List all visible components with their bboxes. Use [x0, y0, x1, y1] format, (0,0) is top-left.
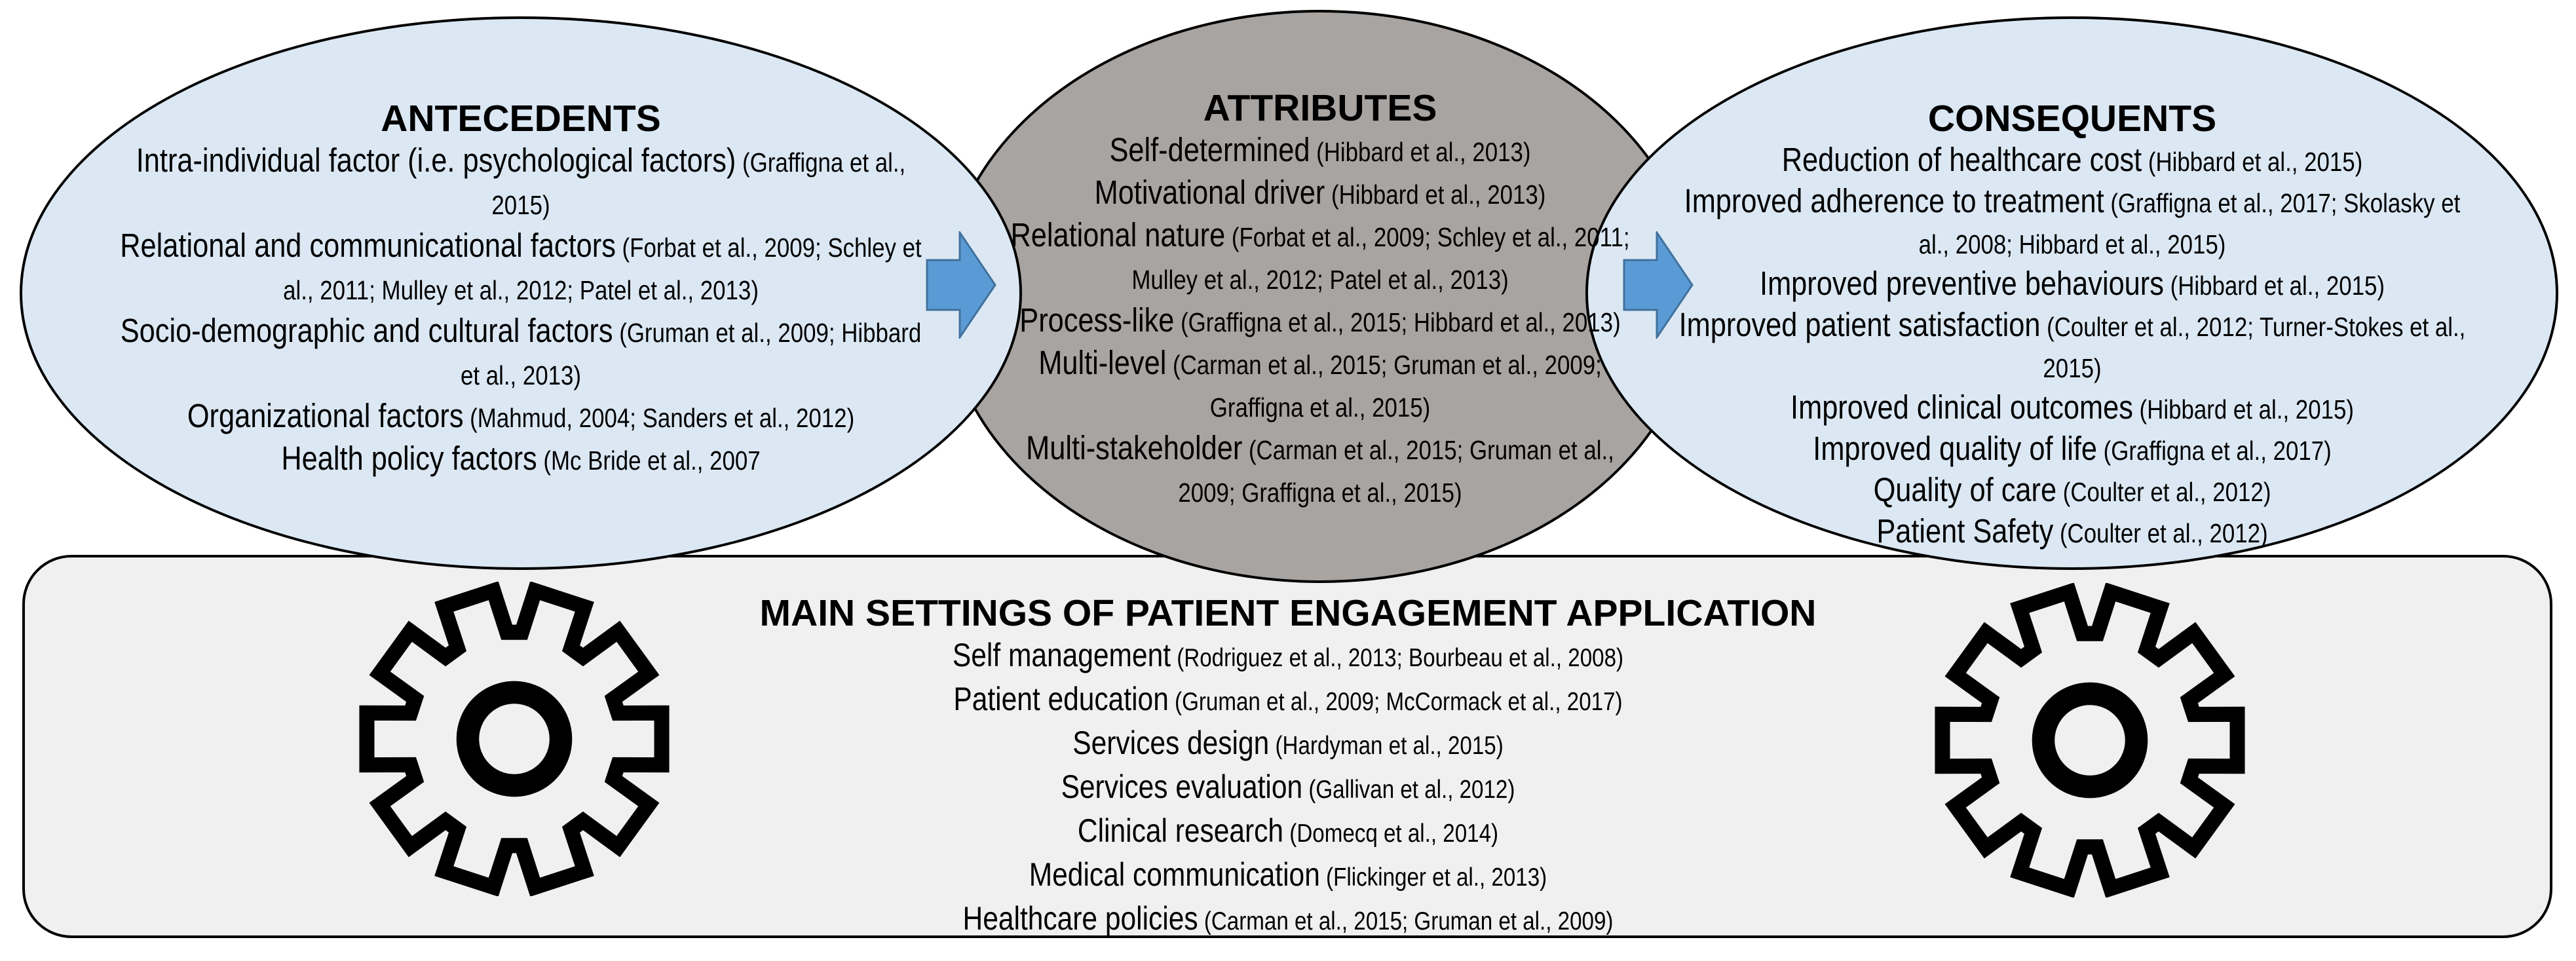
consequents-items: Reduction of healthcare cost (Hibbard et…: [1677, 140, 2468, 553]
term-text: Healthcare policies: [962, 900, 1198, 937]
citation-text: (Gallivan et al., 2012): [1302, 776, 1515, 804]
attributes-items: Self-determined (Hibbard et al., 2013)Mo…: [1003, 130, 1638, 513]
citation-text: (Carman et al., 2015; Gruman et al., 200…: [1166, 350, 1602, 423]
citation-text: (Hardyman et al., 2015): [1269, 732, 1504, 760]
citation-text: (Mc Bride et al., 2007: [537, 445, 761, 476]
term-text: Patient Safety: [1876, 512, 2054, 550]
term-text: Patient education: [953, 681, 1169, 717]
concept-item: Relational nature (Forbat et al., 2009; …: [1003, 215, 1638, 300]
concept-item: Multi-stakeholder (Carman et al., 2015; …: [1003, 428, 1638, 513]
consequents-ellipse: [1585, 16, 2558, 570]
concept-item: Self management (Rodriguez et al., 2013;…: [720, 635, 1856, 679]
concept-item: Socio-demographic and cultural factors (…: [115, 311, 928, 396]
term-text: Services design: [1072, 725, 1270, 761]
term-text: Health policy factors: [281, 440, 537, 477]
antecedents-title: ANTECEDENTS: [381, 98, 661, 140]
citation-text: (Hibbard et al., 2015): [2132, 394, 2354, 424]
citation-text: (Graffigna et al., 2015; Hibbard et al.,…: [1174, 307, 1621, 337]
concept-item: Improved quality of life (Graffigna et a…: [1677, 429, 2468, 470]
concept-item: Improved adherence to treatment (Graffig…: [1677, 181, 2468, 264]
citation-text: (Domecq et al., 2014): [1283, 820, 1499, 848]
concept-item: Process-like (Graffigna et al., 2015; Hi…: [1003, 300, 1638, 343]
concept-item: Improved preventive behaviours (Hibbard …: [1677, 264, 2468, 305]
term-text: Improved quality of life: [1813, 430, 2097, 467]
citation-text: (Graffigna et al., 2015): [491, 147, 906, 220]
citation-text: (Flickinger et al., 2013): [1319, 863, 1547, 892]
concept-item: Services design (Hardyman et al., 2015): [720, 723, 1856, 766]
attributes-panel: ATTRIBUTES Self-determined (Hibbard et a…: [947, 86, 1694, 513]
term-text: Self management: [952, 637, 1171, 673]
term-text: Improved clinical outcomes: [1790, 388, 2133, 426]
citation-text: (Gruman et al., 2009; Hibbard et al., 20…: [460, 318, 922, 390]
settings-title: MAIN SETTINGS OF PATIENT ENGAGEMENT APPL…: [759, 592, 1817, 634]
concept-item: Relational and communicational factors (…: [115, 225, 928, 311]
term-text: Improved preventive behaviours: [1760, 265, 2164, 302]
term-text: Medical communication: [1029, 856, 1320, 893]
consequents-panel: CONSEQUENTS Reduction of healthcare cost…: [1607, 97, 2537, 553]
citation-text: (Carman et al., 2015; Gruman et al., 200…: [1178, 435, 1614, 508]
concept-item: Healthcare policies (Carman et al., 2015…: [720, 898, 1856, 942]
term-text: Multi-level: [1038, 344, 1167, 381]
consequents-title: CONSEQUENTS: [1927, 98, 2217, 140]
right-arrow-icon: [1623, 231, 1694, 339]
concept-item: Medical communication (Flickinger et al.…: [720, 854, 1856, 898]
term-text: Organizational factors: [187, 397, 464, 434]
citation-text: (Rodriguez et al., 2013; Bourbeau et al.…: [1171, 644, 1624, 672]
concept-item: Quality of care (Coulter et al., 2012): [1677, 470, 2468, 512]
concept-item: Patient education (Gruman et al., 2009; …: [720, 679, 1856, 723]
citation-text: (Hibbard et al., 2015): [2163, 271, 2385, 301]
term-text: Relational and communicational factors: [120, 227, 616, 264]
term-text: Multi-stakeholder: [1026, 429, 1243, 466]
citation-text: (Graffigna et al., 2017): [2096, 436, 2332, 466]
citation-text: (Forbat et al., 2009; Schley et al., 201…: [1131, 222, 1630, 295]
attributes-ellipse: [943, 10, 1697, 583]
term-text: Quality of care: [1873, 471, 2057, 508]
citation-text: (Mahmud, 2004; Sanders et al., 2012): [463, 403, 855, 433]
concept-item: Multi-level (Carman et al., 2015; Gruman…: [1003, 343, 1638, 428]
concept-item: Clinical research (Domecq et al., 2014): [720, 810, 1856, 854]
term-text: Relational nature: [1010, 216, 1226, 254]
concept-item: Reduction of healthcare cost (Hibbard et…: [1677, 140, 2468, 181]
term-text: Improved patient satisfaction: [1678, 306, 2041, 343]
concept-item: Self-determined (Hibbard et al., 2013): [1003, 130, 1638, 172]
right-arrow-icon: [926, 231, 996, 339]
settings-items: Self management (Rodriguez et al., 2013;…: [720, 635, 1856, 942]
settings-panel: MAIN SETTINGS OF PATIENT ENGAGEMENT APPL…: [620, 592, 1956, 942]
gear-icon: [359, 582, 670, 896]
term-text: Self-determined: [1109, 131, 1310, 168]
term-text: Motivational driver: [1094, 174, 1325, 211]
citation-text: (Coulter et al., 2012): [2056, 477, 2271, 507]
citation-text: (Forbat et al., 2009; Schley et al., 201…: [283, 233, 922, 305]
term-text: Clinical research: [1077, 812, 1284, 849]
citation-text: (Hibbard et al., 2013): [1325, 179, 1546, 210]
concept-item: Improved clinical outcomes (Hibbard et a…: [1677, 388, 2468, 429]
concept-item: Intra-individual factor (i.e. psychologi…: [115, 140, 928, 225]
concept-item: Patient Safety (Coulter et al., 2012): [1677, 512, 2468, 553]
term-text: Services evaluation: [1061, 768, 1303, 805]
citation-text: (Hibbard et al., 2013): [1310, 137, 1531, 167]
term-text: Socio-demographic and cultural factors: [120, 312, 613, 349]
term-text: Process-like: [1019, 301, 1175, 339]
citation-text: (Hibbard et al., 2015): [2142, 147, 2363, 177]
concept-item: Services evaluation (Gallivan et al., 20…: [720, 766, 1856, 810]
concept-item: Improved patient satisfaction (Coulter e…: [1677, 305, 2468, 388]
concept-item: Organizational factors (Mahmud, 2004; Sa…: [115, 396, 928, 438]
term-text: Intra-individual factor (i.e. psychologi…: [136, 141, 736, 179]
concept-item: Health policy factors (Mc Bride et al., …: [115, 438, 928, 481]
citation-text: (Coulter et al., 2012; Turner-Stokes et …: [2040, 312, 2466, 383]
antecedents-panel: ANTECEDENTS Intra-individual factor (i.e…: [43, 97, 999, 481]
citation-text: (Carman et al., 2015; Gruman et al., 200…: [1198, 907, 1614, 935]
antecedents-items: Intra-individual factor (i.e. psychologi…: [115, 140, 928, 481]
antecedents-ellipse: [20, 16, 1022, 570]
term-text: Reduction of healthcare cost: [1781, 141, 2142, 178]
citation-text: (Coulter et al., 2012): [2053, 518, 2268, 548]
citation-text: (Graffigna et al., 2017; Skolasky et al.…: [1918, 188, 2461, 259]
attributes-title: ATTRIBUTES: [1203, 87, 1437, 129]
gear-icon: [1935, 583, 2245, 897]
concept-item: Motivational driver (Hibbard et al., 201…: [1003, 172, 1638, 215]
term-text: Improved adherence to treatment: [1684, 182, 2104, 219]
citation-text: (Gruman et al., 2009; McCormack et al., …: [1168, 688, 1623, 716]
